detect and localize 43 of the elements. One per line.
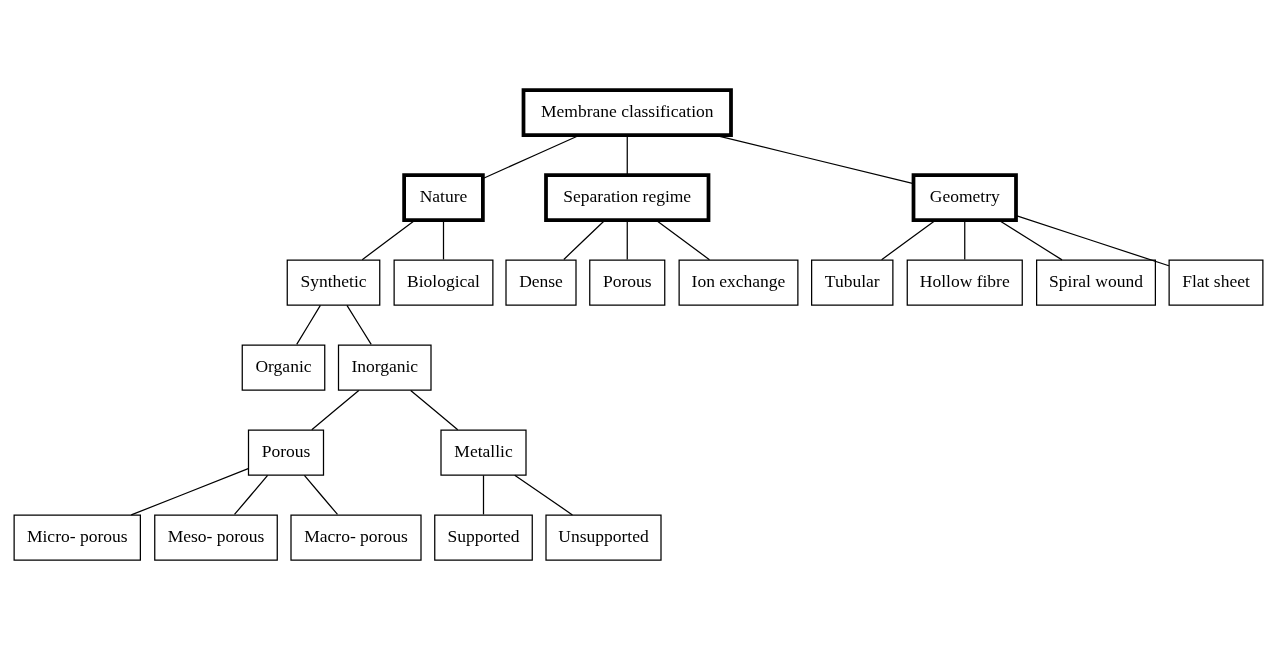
node-box: Organic <box>241 344 326 391</box>
node-box: Spiral wound <box>1036 259 1156 306</box>
node-box: Supported <box>434 514 533 561</box>
connector <box>482 474 485 516</box>
node-box: Micro- porous <box>13 514 141 561</box>
connector <box>1015 215 1170 267</box>
node-box: Biological <box>393 259 494 306</box>
node-box: Unsupported <box>545 514 662 561</box>
node-box: Macro- porous <box>290 514 422 561</box>
connector <box>626 134 628 176</box>
node-box: Hollow fibre <box>906 259 1023 306</box>
connector <box>626 219 628 261</box>
connector <box>311 389 360 431</box>
node-box: Separation regime <box>544 173 711 222</box>
connector <box>303 474 339 516</box>
node-box: Membrane classification <box>521 88 733 137</box>
connector <box>410 389 459 431</box>
connector <box>130 468 249 516</box>
connector <box>655 219 711 261</box>
node-box: Porous <box>247 429 325 476</box>
connector <box>964 219 966 261</box>
connector <box>713 134 915 185</box>
connector <box>233 474 269 516</box>
connector <box>514 474 574 516</box>
node-box: Ion exchange <box>678 259 799 306</box>
node-box: Porous <box>589 259 666 306</box>
node-box: Dense <box>505 259 577 306</box>
node-box: Nature <box>402 173 485 222</box>
node-box: Metallic <box>440 429 527 476</box>
connector <box>296 304 321 346</box>
connector <box>346 304 372 346</box>
node-box: Tubular <box>811 259 894 306</box>
connector <box>442 219 445 261</box>
connector <box>563 219 606 261</box>
connector <box>482 134 581 180</box>
node-box: Meso- porous <box>154 514 278 561</box>
node-box: Geometry <box>911 173 1018 222</box>
node-box: Synthetic <box>286 259 381 306</box>
connector <box>998 219 1063 261</box>
node-box: Flat sheet <box>1168 259 1264 306</box>
connector <box>361 219 416 261</box>
connector <box>881 219 936 261</box>
node-box: Inorganic <box>337 344 432 391</box>
